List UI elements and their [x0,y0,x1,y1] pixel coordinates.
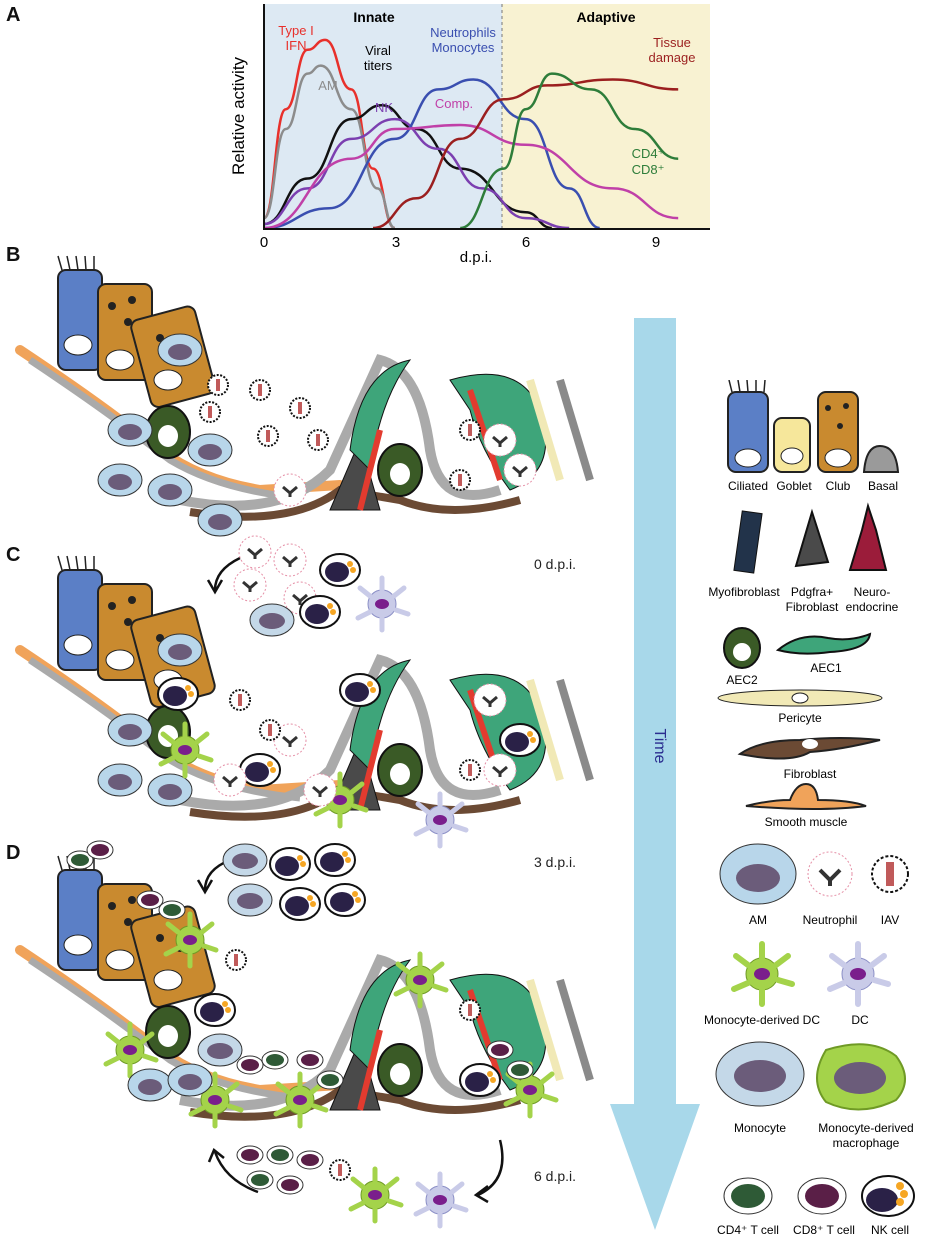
dc-glyph [830,944,888,1004]
label-nk: NK [375,100,393,115]
legend-label: Monocyte [734,1121,786,1135]
legend-label: Fibroblast [784,767,837,781]
label-type-i-ifn: Type I [278,23,313,38]
legend-label: Neutrophil [803,913,858,927]
tissue-schematics [0,240,620,1240]
am-glyph [720,844,796,904]
goblet-glyph [774,418,810,472]
legend-label: Neuro- [854,585,891,599]
label-tissue-damage: Tissue [653,35,691,50]
scene-0-dpi [20,256,590,536]
legend-label: Basal [868,479,898,493]
label-neutrophils-monocytes: Neutrophils [430,25,496,40]
label-cd4-cd8: CD4⁺ [632,146,665,161]
legend-label: Myofibroblast [708,585,780,599]
legend-label: macrophage [833,1136,900,1150]
legend-label: Monocyte-derived [818,1121,913,1135]
neuroendocrine-glyph [850,506,886,570]
cell-type-legend: Ciliated Goblet Club Basal Myofibroblast… [700,380,926,1240]
stage-label-0-dpi: 0 d.p.i. [534,556,576,572]
label-cd4-cd8: CD8⁺ [632,162,665,177]
legend-label: AEC2 [726,673,758,687]
innate-title: Innate [353,9,394,25]
legend-label: CD8⁺ T cell [793,1223,855,1237]
y-axis-label: Relative activity [229,56,248,175]
time-label: Time [651,729,668,764]
smooth-muscle-glyph [746,784,866,809]
legend-label: NK cell [871,1223,909,1237]
myofibroblast-glyph [734,511,762,573]
label-viral-titers: Viral [365,43,391,58]
cd4-t-cell-glyph [724,1178,772,1214]
adaptive-title: Adaptive [576,9,635,25]
legend-label: endocrine [846,600,899,614]
aec1-glyph [778,634,870,654]
legend-label: AM [749,913,767,927]
legend-label: IAV [881,913,899,927]
monocyte-derived-dc-glyph [734,944,792,1004]
legend-label: Club [826,479,851,493]
legend-label: Monocyte-derived DC [704,1013,820,1027]
time-arrow: Time [610,318,700,1234]
legend-label: Pdgfra+ [791,585,833,599]
label-am: AM [318,78,338,93]
legend-label: CD4⁺ T cell [717,1223,779,1237]
legend-label: AEC1 [810,661,842,675]
legend-label: Ciliated [728,479,768,493]
legend-label: Smooth muscle [765,815,848,829]
label-tissue-damage: damage [649,50,696,65]
stage-label-6-dpi: 6 d.p.i. [534,1168,576,1184]
label-viral-titers: titers [364,58,393,73]
monocyte-derived-macrophage-glyph [817,1044,905,1109]
pdgfra-fibroblast-glyph [796,512,828,566]
club-glyph [818,392,858,472]
label-type-i-ifn: IFN [286,38,307,53]
x-tick-label: 9 [652,234,660,251]
curved-arrow [476,1140,502,1202]
label-comp: Comp. [435,96,473,111]
monocyte-glyph [716,1042,804,1106]
ciliated-glyph [728,380,768,472]
cd8-t-cell-glyph [798,1178,846,1214]
iav-glyph [872,856,908,892]
legend-label: Goblet [776,479,812,493]
legend-label: DC [851,1013,869,1027]
legend-label: Pericyte [778,711,822,725]
panel-label-a: A [6,4,20,27]
nk-cell-glyph [862,1176,914,1216]
stage-label-3-dpi: 3 d.p.i. [534,854,576,870]
activity-chart: Innate Adaptive Relative activity d.p.i.… [200,0,720,270]
legend-label: Fibroblast [786,600,839,614]
label-neutrophils-monocytes: Monocytes [432,40,495,55]
neutrophil-glyph [808,852,852,896]
basal-glyph [864,446,898,472]
scene-6-dpi [20,841,590,1126]
